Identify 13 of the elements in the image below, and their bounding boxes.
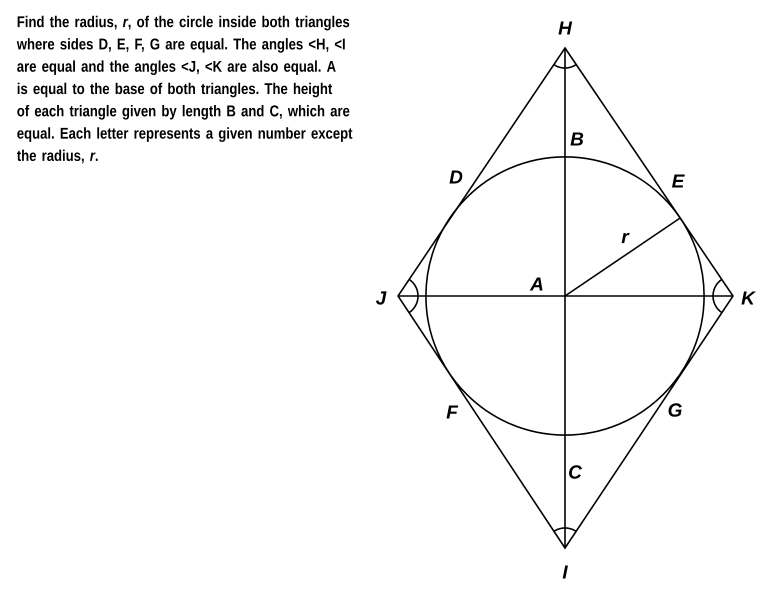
point-label: r — [622, 232, 630, 244]
problem-text: Find the radius, r, of the circle inside both triangles where sides D, E, F, G are equal. The angles <H, <I are equal and the angles <J, <K are also equal. A is equal to the base of both triangles. The height of each triangle given by length B and C, which are equal. Each letter represents a given number except the radius, r. — [16, 16, 352, 164]
point-label: A — [530, 277, 542, 291]
point-label: D — [449, 170, 462, 184]
point-label: G — [668, 403, 682, 417]
point-label: J — [376, 291, 387, 305]
point-label: C — [569, 465, 582, 479]
point-label: B — [570, 132, 584, 146]
point-label: K — [741, 291, 756, 305]
point-label: F — [446, 405, 458, 419]
point-label: H — [558, 21, 572, 35]
point-label: I — [562, 565, 568, 579]
point-label: E — [672, 174, 685, 188]
